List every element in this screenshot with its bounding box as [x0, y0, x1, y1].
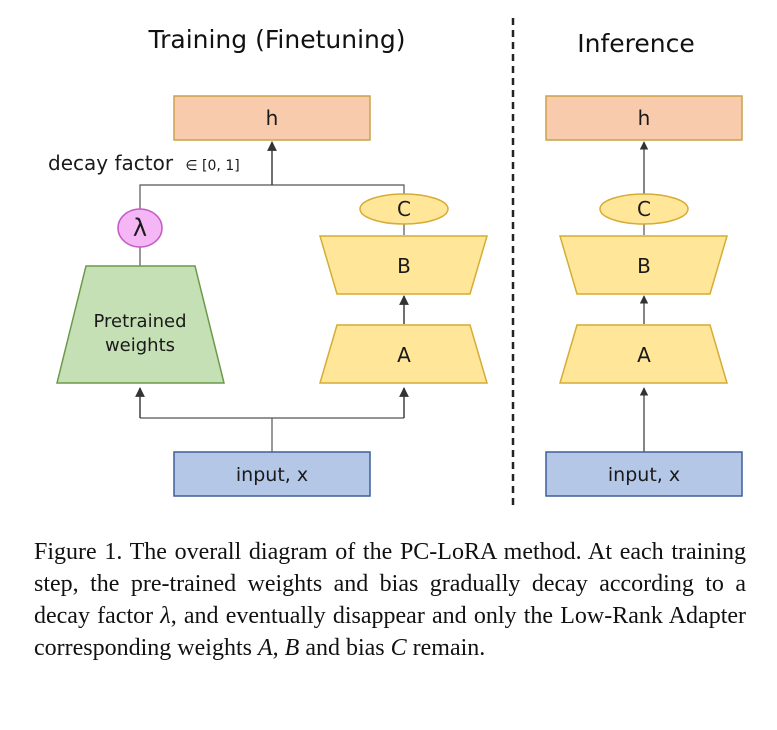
inference-input-label: input, x	[608, 464, 680, 486]
training-arrows	[135, 141, 409, 418]
caption-part3: and bias	[299, 635, 391, 661]
inference-a-block	[558, 324, 729, 384]
decay-factor-label: decay factor ∈ [0, 1]	[48, 151, 240, 175]
caption-part1: Figure 1. The overall diagram of the PC-…	[34, 539, 746, 629]
caption-c: C	[390, 635, 407, 661]
caption-lambda: λ	[160, 603, 171, 629]
training-a-label: A	[397, 343, 411, 367]
inference-c-bias	[599, 193, 689, 225]
training-a-block	[318, 324, 489, 384]
pretrained-weights-block	[56, 265, 225, 384]
pretrained-label-line2: weights	[105, 335, 175, 356]
inference-c-label: C	[637, 197, 651, 221]
caption-part2: , and eventually disappear and only the …	[34, 603, 747, 661]
inference-title: Inference	[577, 29, 694, 58]
training-input-label: input, x	[236, 464, 308, 486]
training-h-label: h	[266, 106, 279, 130]
inference-h-box	[545, 95, 743, 141]
lambda-label: λ	[133, 214, 147, 242]
decay-factor-text: decay factor	[48, 151, 174, 175]
caption-sep1: ,	[272, 635, 285, 661]
training-title: Training (Finetuning)	[148, 25, 406, 54]
decay-factor-range: ∈ [0, 1]	[185, 158, 239, 174]
inference-a-label: A	[637, 343, 651, 367]
training-c-bias	[359, 193, 449, 225]
training-c-label: C	[397, 197, 411, 221]
caption-part4: remain.	[406, 635, 486, 661]
figure-caption: Figure 1. The overall diagram of the PC-…	[34, 536, 746, 664]
caption-a: A	[257, 635, 273, 661]
caption-b: B	[284, 635, 300, 661]
pretrained-label-line1: Pretrained	[93, 311, 186, 332]
training-b-block	[318, 235, 489, 295]
inference-b-block	[558, 235, 729, 295]
inference-h-label: h	[638, 106, 651, 130]
training-h-box	[173, 95, 371, 141]
diagram-canvas: Training (Finetuning) Inference h decay …	[48, 18, 743, 510]
inference-input-box	[545, 451, 743, 497]
training-b-label: B	[397, 254, 411, 278]
lambda-circle	[117, 208, 163, 248]
inference-b-label: B	[637, 254, 651, 278]
training-input-box	[173, 451, 371, 497]
